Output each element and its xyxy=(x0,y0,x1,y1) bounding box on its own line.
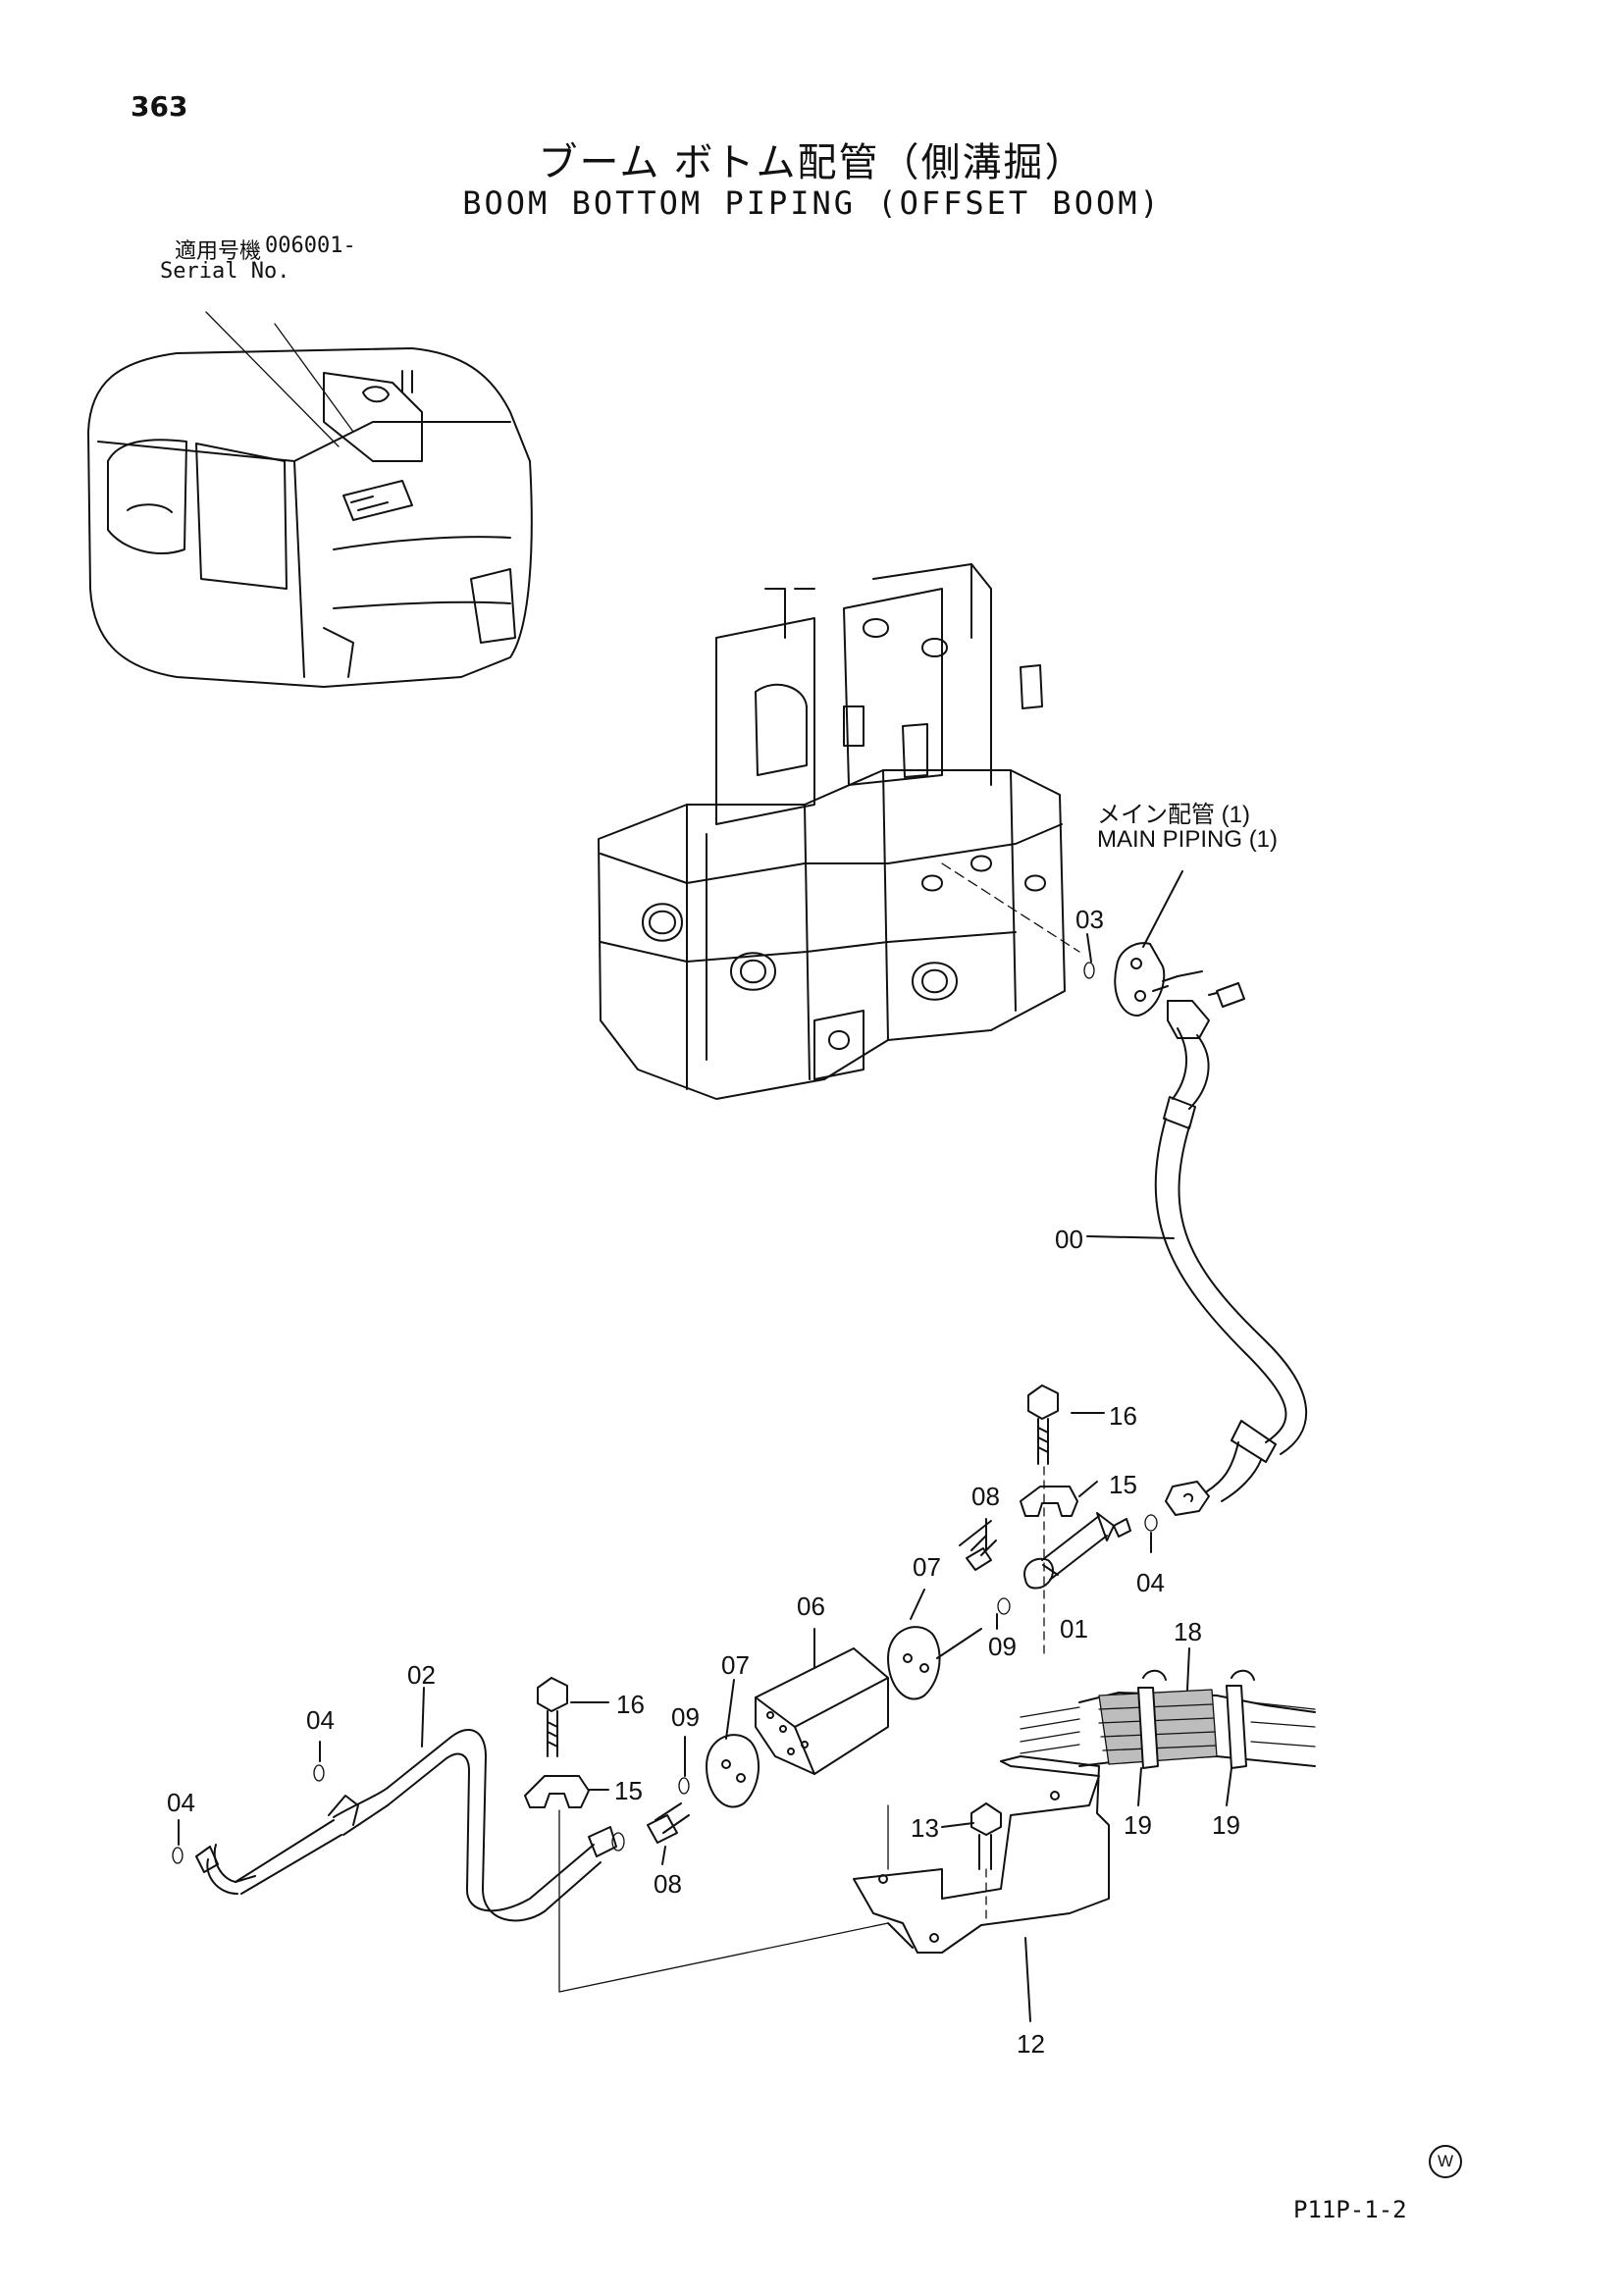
page-number: 363 xyxy=(131,90,188,123)
callout-00: 00 xyxy=(1055,1225,1083,1254)
reference-main-piping-japanese: メイン配管 (1) xyxy=(1097,802,1250,828)
callout-06: 06 xyxy=(797,1592,825,1621)
callout-07-lower: 07 xyxy=(721,1650,750,1680)
reference-main-piping-english: MAIN PIPING (1) xyxy=(1097,826,1279,853)
callout-07-upper: 07 xyxy=(913,1552,941,1582)
page-title-japanese: ブーム ボトム配管（側溝掘） xyxy=(538,141,1086,184)
page-title-english: BOOM BOTTOM PIPING (OFFSET BOOM) xyxy=(462,184,1162,222)
callout-01: 01 xyxy=(1060,1614,1088,1644)
flange-assembly-lower xyxy=(647,1734,760,1844)
callout-13: 13 xyxy=(911,1813,939,1843)
callout-19-right: 19 xyxy=(1212,1810,1240,1840)
serial-label-english: Serial No. xyxy=(160,259,290,284)
callout-03: 03 xyxy=(1075,905,1104,934)
callout-15-lower: 15 xyxy=(614,1776,643,1805)
callout-09-upper: 09 xyxy=(988,1632,1017,1661)
serial-number-value: 006001- xyxy=(265,234,356,258)
callout-19-left: 19 xyxy=(1124,1810,1152,1840)
circled-w-mark: W xyxy=(1429,2145,1462,2178)
callout-15-upper: 15 xyxy=(1109,1470,1137,1499)
hose-00 xyxy=(1154,1000,1308,1516)
callout-08-lower: 08 xyxy=(654,1869,682,1899)
clamp-assembly-lower xyxy=(524,1677,590,1808)
callout-16-lower: 16 xyxy=(616,1690,645,1719)
callout-18: 18 xyxy=(1174,1617,1202,1646)
callout-04-right: 04 xyxy=(1136,1568,1165,1597)
callout-08-upper: 08 xyxy=(971,1482,1000,1511)
bracket-12 xyxy=(558,1755,1110,1993)
callout-04-middle: 04 xyxy=(306,1705,335,1735)
callout-16-upper: 16 xyxy=(1109,1401,1137,1431)
pipe-01 xyxy=(1023,1512,1158,1590)
block-06 xyxy=(755,1647,889,1775)
excavator-location-sketch xyxy=(87,311,533,688)
main-piping-flange xyxy=(1083,942,1245,1018)
callout-02: 02 xyxy=(407,1660,436,1690)
callout-04-left: 04 xyxy=(167,1788,195,1817)
hose-bundle-18 xyxy=(1020,1669,1316,1769)
flange-assembly-upper xyxy=(887,1520,1011,1700)
callout-12: 12 xyxy=(1017,2029,1045,2059)
control-valve-block xyxy=(598,563,1080,1100)
figure-id: P11P-1-2 xyxy=(1293,2196,1407,2223)
callout-09-lower: 09 xyxy=(671,1702,700,1732)
serial-label-japanese: 適用号機 xyxy=(175,238,262,263)
callout-leaders xyxy=(178,870,1232,2022)
clamp-assembly-upper xyxy=(1020,1384,1078,1659)
pipe-02 xyxy=(172,1728,625,1922)
